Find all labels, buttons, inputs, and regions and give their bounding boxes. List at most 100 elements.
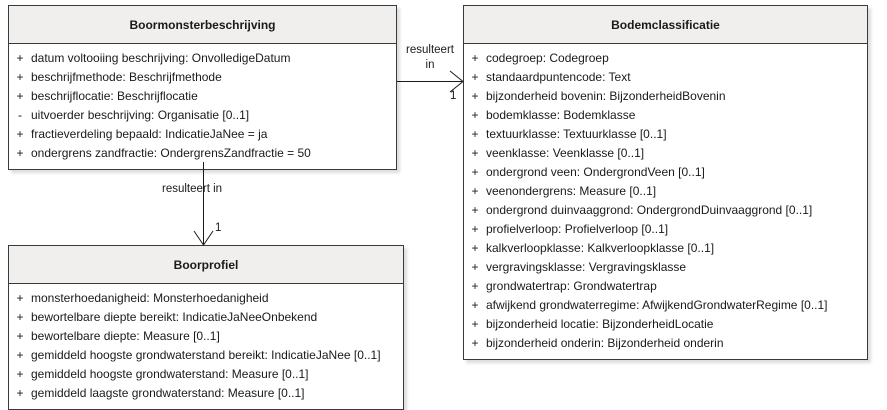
uml-attribute-row: + ondergrond veen: OndergrondVeen [0..1]	[464, 163, 867, 182]
visibility-marker: +	[471, 70, 479, 84]
visibility-marker: +	[471, 184, 479, 198]
uml-class-title: Bodemclassificatie	[464, 6, 867, 44]
uml-attribute-row: + beschrijflocatie: Beschrijflocatie	[9, 87, 396, 106]
attribute-label: bodemklasse: Bodemklasse	[486, 108, 636, 122]
attribute-label: ondergrond veen: OndergrondVeen [0..1]	[486, 165, 705, 179]
association-multiplicity-horizontal: 1	[450, 90, 457, 102]
attribute-label: veenklasse: Veenklasse [0..1]	[486, 146, 645, 160]
visibility-marker: +	[471, 51, 479, 65]
attribute-label: textuurklasse: Textuurklasse [0..1]	[486, 127, 667, 141]
attribute-label: bijzonderheid onderin: Bijzonderheid ond…	[486, 336, 724, 350]
uml-class-boorprofiel[interactable]: Boorprofiel + monsterhoedanigheid: Monst…	[8, 245, 404, 410]
uml-attribute-row: + gemiddeld hoogste grondwaterstand bere…	[9, 346, 403, 365]
attribute-label: monsterhoedanigheid: Monsterhoedanigheid	[31, 291, 269, 305]
uml-attribute-row: + afwijkend grondwaterregime: AfwijkendG…	[464, 296, 867, 315]
visibility-marker: +	[471, 203, 479, 217]
uml-attribute-row: + kalkverloopklasse: Kalkverloopklasse […	[464, 239, 867, 258]
visibility-marker: +	[16, 367, 24, 381]
association-multiplicity-vertical: 1	[215, 222, 222, 234]
uml-class-title: Boormonsterbeschrijving	[9, 6, 396, 44]
visibility-marker: +	[471, 89, 479, 103]
attribute-label: bijzonderheid bovenin: BijzonderheidBove…	[486, 89, 726, 103]
visibility-marker: +	[471, 317, 479, 331]
visibility-marker: +	[471, 241, 479, 255]
uml-attribute-row: + gemiddeld hoogste grondwaterstand: Mea…	[9, 365, 403, 384]
attribute-label: bijzonderheid locatie: BijzonderheidLoca…	[486, 317, 714, 331]
uml-class-bodemclassificatie[interactable]: Bodemclassificatie + codegroep: Codegroe…	[463, 5, 868, 360]
uml-attribute-row: - uitvoerder beschrijving: Organisatie […	[9, 106, 396, 125]
attribute-label: veenondergrens: Measure [0..1]	[486, 184, 657, 198]
uml-class-title: Boorprofiel	[9, 246, 403, 284]
visibility-marker: +	[16, 89, 24, 103]
uml-attribute-row: + datum voltooiing beschrijving: Onvolle…	[9, 49, 396, 68]
uml-attribute-row: + monsterhoedanigheid: Monsterhoedanighe…	[9, 289, 403, 308]
visibility-marker: +	[471, 279, 479, 293]
uml-class-boormonsterbeschrijving[interactable]: Boormonsterbeschrijving + datum voltooii…	[8, 5, 397, 170]
visibility-marker: +	[16, 70, 24, 84]
attribute-label: profielverloop: Profielverloop [0..1]	[486, 222, 669, 236]
visibility-marker: +	[471, 146, 479, 160]
uml-attribute-row: + vergravingsklasse: Vergravingsklasse	[464, 258, 867, 277]
attribute-label: vergravingsklasse: Vergravingsklasse	[486, 260, 687, 274]
attribute-label: ondergrens zandfractie: OndergrensZandfr…	[31, 146, 311, 160]
attribute-label: grondwatertrap: Grondwatertrap	[486, 279, 657, 293]
visibility-marker: +	[16, 51, 24, 65]
visibility-marker: +	[471, 222, 479, 236]
visibility-marker: +	[16, 127, 24, 141]
uml-attribute-row: + beschrijfmethode: Beschrijfmethode	[9, 68, 396, 87]
visibility-marker: +	[16, 329, 24, 343]
uml-attribute-row: + ondergrond duinvaaggrond: OndergrondDu…	[464, 201, 867, 220]
uml-attribute-row: + bewortelbare diepte bereikt: Indicatie…	[9, 308, 403, 327]
uml-attribute-list: + monsterhoedanigheid: Monsterhoedanighe…	[9, 284, 403, 409]
visibility-marker: +	[16, 291, 24, 305]
uml-attribute-row: + fractieverdeling bepaald: IndicatieJaN…	[9, 125, 396, 144]
uml-attribute-row: + standaardpuntencode: Text	[464, 68, 867, 87]
visibility-marker: +	[16, 348, 24, 362]
visibility-marker: -	[18, 108, 22, 122]
uml-attribute-row: + bijzonderheid onderin: Bijzonderheid o…	[464, 334, 867, 353]
uml-attribute-row: + codegroep: Codegroep	[464, 49, 867, 68]
attribute-label: afwijkend grondwaterregime: AfwijkendGro…	[486, 298, 828, 312]
visibility-marker: +	[471, 298, 479, 312]
visibility-marker: +	[16, 146, 24, 160]
association-label-line1: resulteert	[406, 44, 454, 56]
attribute-label: bewortelbare diepte: Measure [0..1]	[31, 329, 220, 343]
attribute-label: datum voltooiing beschrijving: Onvolledi…	[31, 51, 291, 65]
uml-attribute-row: + profielverloop: Profielverloop [0..1]	[464, 220, 867, 239]
arrowhead-open-right	[449, 70, 464, 93]
association-label-line2: in	[425, 59, 435, 71]
visibility-marker: +	[16, 310, 24, 324]
arrowhead-open-down	[193, 230, 214, 246]
uml-attribute-row: + gemiddeld laagste grondwaterstand: Mea…	[9, 384, 403, 403]
association-label-horizontal: resulteert in	[400, 43, 460, 73]
attribute-label: standaardpuntencode: Text	[486, 70, 631, 84]
association-label-vertical: resulteert in	[162, 183, 223, 195]
attribute-label: beschrijfmethode: Beschrijfmethode	[31, 70, 222, 84]
attribute-label: uitvoerder beschrijving: Organisatie [0.…	[31, 108, 250, 122]
attribute-label: codegroep: Codegroep	[486, 51, 609, 65]
attribute-label: gemiddeld hoogste grondwaterstand: Measu…	[31, 367, 309, 381]
uml-attribute-row: + bodemklasse: Bodemklasse	[464, 106, 867, 125]
attribute-label: gemiddeld laagste grondwaterstand: Measu…	[31, 386, 305, 400]
uml-attribute-row: + bewortelbare diepte: Measure [0..1]	[9, 327, 403, 346]
attribute-label: ondergrond duinvaaggrond: OndergrondDuin…	[486, 203, 813, 217]
uml-attribute-list: + datum voltooiing beschrijving: Onvolle…	[9, 44, 396, 169]
attribute-label: fractieverdeling bepaald: IndicatieJaNee…	[31, 127, 268, 141]
visibility-marker: +	[471, 165, 479, 179]
visibility-marker: +	[471, 127, 479, 141]
uml-attribute-row: + bijzonderheid bovenin: BijzonderheidBo…	[464, 87, 867, 106]
attribute-label: bewortelbare diepte bereikt: IndicatieJa…	[31, 310, 318, 324]
uml-attribute-list: + codegroep: Codegroep + standaardpunten…	[464, 44, 867, 359]
uml-attribute-row: + veenklasse: Veenklasse [0..1]	[464, 144, 867, 163]
uml-attribute-row: + veenondergrens: Measure [0..1]	[464, 182, 867, 201]
uml-attribute-row: + bijzonderheid locatie: BijzonderheidLo…	[464, 315, 867, 334]
visibility-marker: +	[16, 386, 24, 400]
attribute-label: kalkverloopklasse: Kalkverloopklasse [0.…	[486, 241, 715, 255]
attribute-label: gemiddeld hoogste grondwaterstand bereik…	[31, 348, 381, 362]
visibility-marker: +	[471, 108, 479, 122]
visibility-marker: +	[471, 336, 479, 350]
uml-attribute-row: + ondergrens zandfractie: OndergrensZand…	[9, 144, 396, 163]
attribute-label: beschrijflocatie: Beschrijflocatie	[31, 89, 198, 103]
uml-attribute-row: + textuurklasse: Textuurklasse [0..1]	[464, 125, 867, 144]
